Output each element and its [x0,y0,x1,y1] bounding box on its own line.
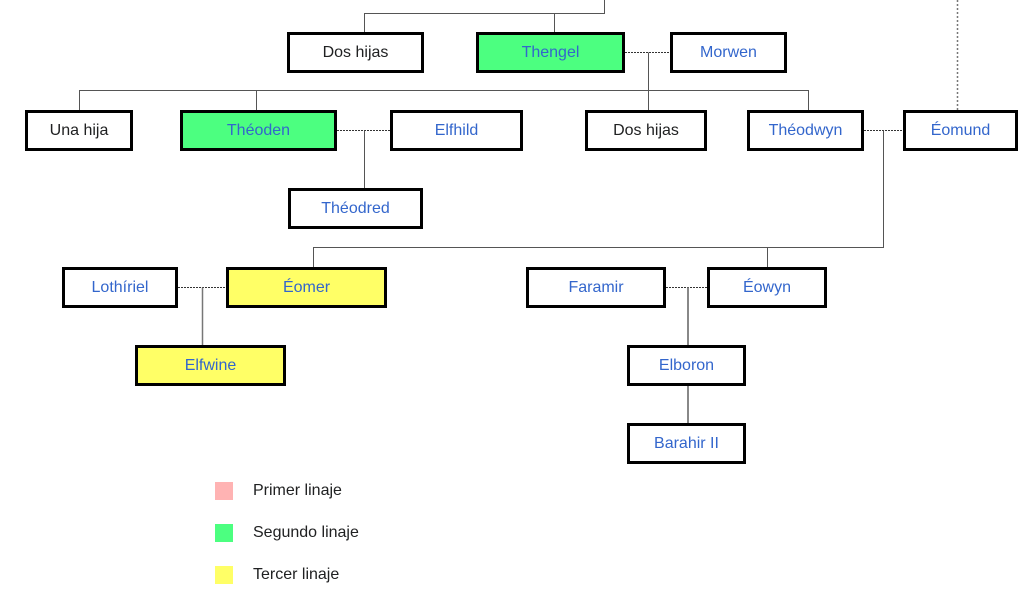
node-label: Una hija [49,121,109,139]
node-link[interactable]: Morwen [700,43,757,61]
legend-label: Primer linaje [253,482,342,499]
node-link[interactable]: Éomer [282,278,331,296]
node-link[interactable]: Faramir [568,278,624,296]
node-elfwine[interactable]: Elfwine [135,345,286,386]
node-faramir[interactable]: Faramir [526,267,666,308]
node-dos-hijas-1: Dos hijas [287,32,424,73]
node-theodwyn[interactable]: Théodwyn [747,110,864,151]
node-link[interactable]: Théoden [226,121,291,139]
legend-label: Tercer linaje [253,566,340,583]
node-link[interactable]: Barahir II [654,434,719,452]
legend-item-second: Segundo linaje [215,524,359,542]
node-theoden[interactable]: Théoden [180,110,337,151]
node-link[interactable]: Thengel [521,43,580,61]
parent-line-top [364,0,605,32]
node-barahir-ii[interactable]: Barahir II [627,423,746,464]
node-label: Dos hijas [613,121,679,139]
node-lothiriel[interactable]: Lothíriel [62,267,178,308]
node-link[interactable]: Théodred [321,199,390,217]
node-elfhild[interactable]: Elfhild [390,110,523,151]
node-link[interactable]: Éowyn [742,278,792,296]
node-link[interactable]: Éomund [930,121,991,139]
children-line-thengel [79,52,809,110]
node-link[interactable]: Elboron [658,356,715,374]
children-line-theodwyn [313,130,884,267]
node-thengel[interactable]: Thengel [476,32,625,73]
node-link[interactable]: Lothíriel [91,278,149,296]
node-una-hija: Una hija [25,110,133,151]
node-label: Dos hijas [322,43,389,61]
legend-swatch-third [215,566,233,584]
legend-swatch-first [215,482,233,500]
node-theodred[interactable]: Théodred [288,188,423,229]
node-eomund[interactable]: Éomund [903,110,1018,151]
node-link[interactable]: Elfhild [434,121,479,139]
node-eowyn[interactable]: Éowyn [707,267,827,308]
node-dos-hijas-2: Dos hijas [585,110,707,151]
node-morwen[interactable]: Morwen [670,32,787,73]
legend-item-first: Primer linaje [215,482,342,500]
legend-label: Segundo linaje [253,524,359,541]
legend-item-third: Tercer linaje [215,566,339,584]
legend-swatch-second [215,524,233,542]
node-link[interactable]: Théodwyn [768,121,843,139]
node-eomer[interactable]: Éomer [226,267,387,308]
node-elboron[interactable]: Elboron [627,345,746,386]
node-link[interactable]: Elfwine [184,356,237,374]
